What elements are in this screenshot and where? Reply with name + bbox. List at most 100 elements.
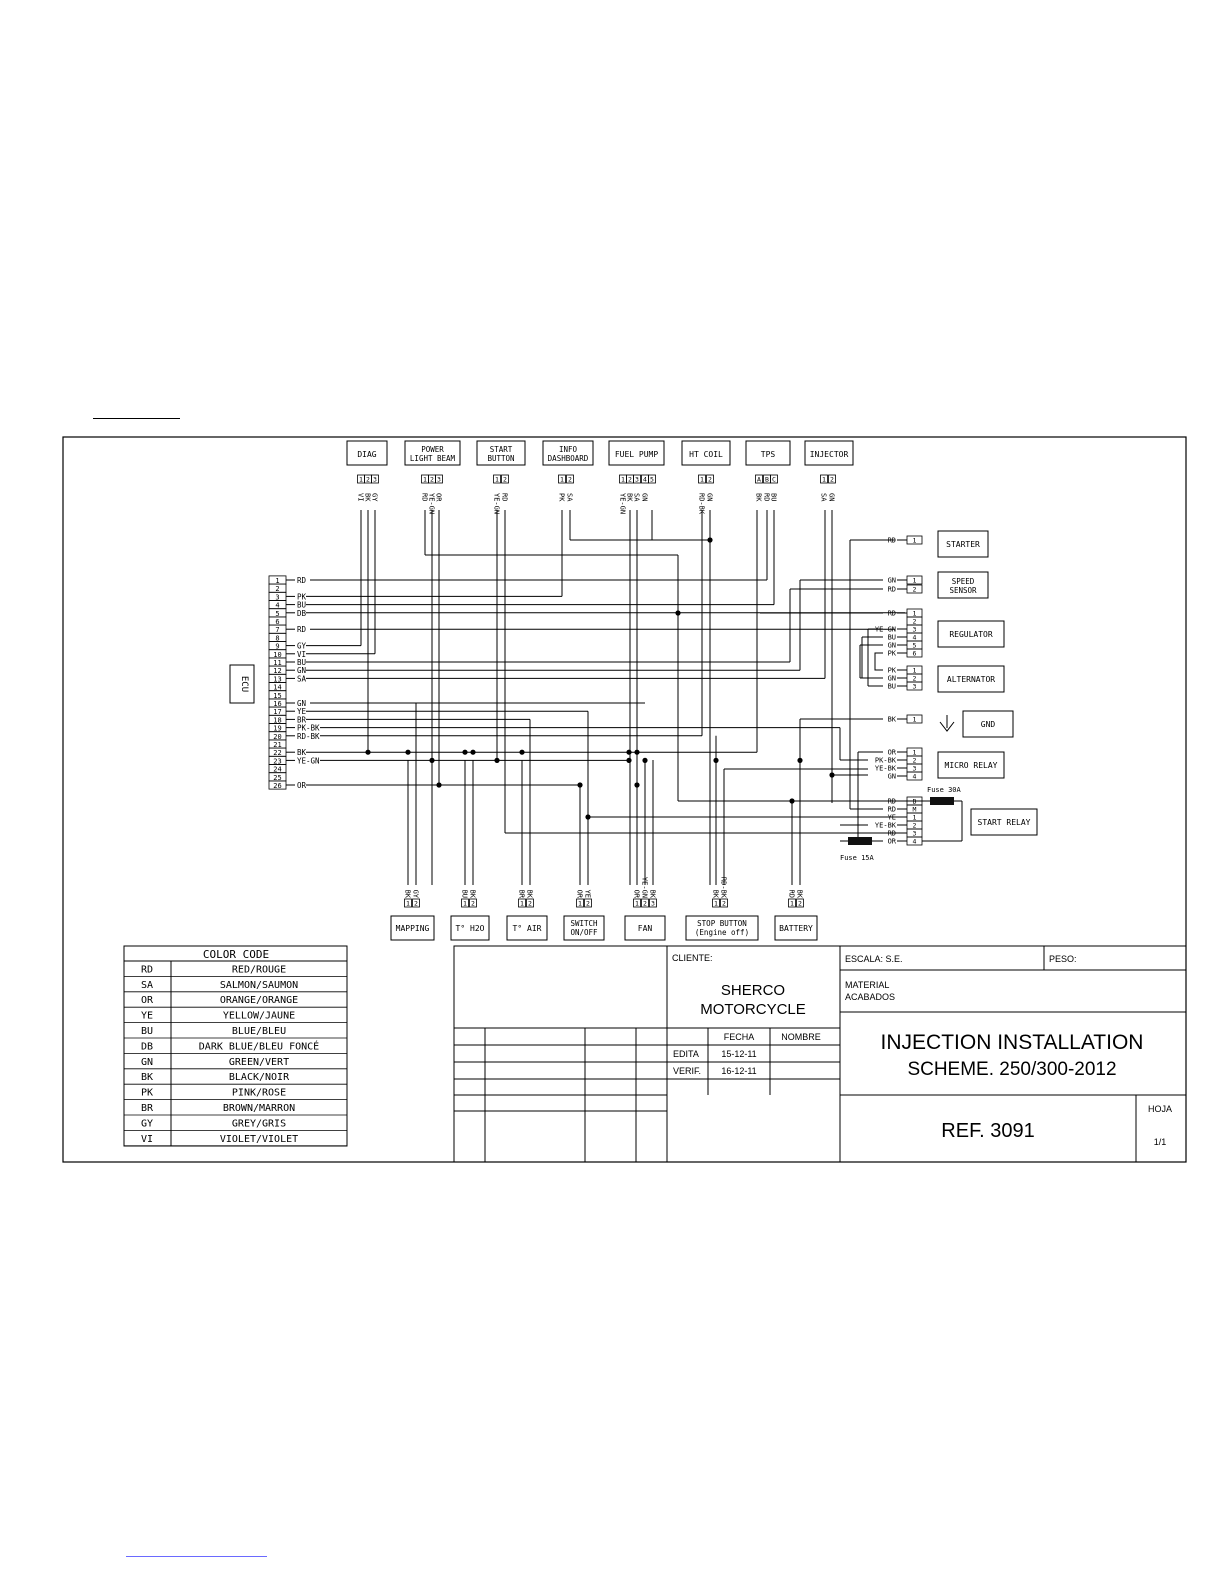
speed-sensor-label: SPEED bbox=[952, 577, 975, 586]
ecu-pin-number: 6 bbox=[275, 618, 279, 626]
stop-button-box bbox=[685, 915, 759, 941]
ht-coil-pin bbox=[698, 474, 706, 484]
color-code-row-name: BLUE/BLEU bbox=[232, 1026, 286, 1037]
t-h2o-pin-number: 2 bbox=[471, 900, 475, 908]
regulator-wire-label: RD bbox=[888, 610, 896, 618]
mapping-pin bbox=[412, 898, 420, 908]
power-light-beam-pin-number: 3 bbox=[437, 476, 441, 484]
regulator-pin-number: 5 bbox=[913, 642, 917, 650]
info-dashboard-pin bbox=[558, 474, 566, 484]
ecu-pin-number: 3 bbox=[275, 593, 279, 601]
t-air-pin bbox=[526, 898, 534, 908]
ecu-pin-number: 26 bbox=[273, 782, 281, 790]
ecu-pin-number: 13 bbox=[273, 675, 281, 683]
battery-pin bbox=[788, 898, 796, 908]
battery-box bbox=[774, 915, 818, 941]
finish-label: ACABADOS bbox=[845, 992, 895, 1002]
tps-pin bbox=[770, 474, 778, 484]
start-button-wire-label: YE-GN bbox=[493, 493, 501, 514]
regulator-pin-number: 3 bbox=[913, 626, 917, 634]
tps-wire-label: BK bbox=[755, 493, 763, 502]
tps-pin-number: B bbox=[765, 476, 769, 484]
ht-coil-pin-number: 2 bbox=[708, 476, 712, 484]
alternator-label: ALTERNATOR bbox=[947, 675, 995, 684]
micro-relay-wire-label: GN bbox=[888, 773, 896, 781]
regulator-pin-number: 2 bbox=[913, 618, 917, 626]
regulator-label: REGULATOR bbox=[949, 630, 993, 639]
color-code-row-code: PK bbox=[141, 1088, 153, 1099]
start-relay-pin-number: 4 bbox=[913, 838, 917, 846]
fuel-pump-box bbox=[608, 440, 665, 466]
alternator-pin-number: 1 bbox=[913, 667, 917, 675]
mapping-pin-number: 1 bbox=[406, 900, 410, 908]
ecu-wire-label: BK bbox=[297, 748, 307, 757]
right-components: STARTER1RDSPEEDSENSOR1GN2RDREGULATOR1RD2… bbox=[875, 530, 1038, 846]
fuel-pump-wire-label: GN bbox=[641, 493, 649, 501]
battery-label: BATTERY bbox=[779, 924, 813, 933]
diag-box bbox=[346, 440, 388, 466]
tps-pin bbox=[755, 474, 763, 484]
ecu-pin-number: 5 bbox=[275, 610, 279, 618]
stop-button-label: STOP BUTTON bbox=[697, 919, 747, 928]
power-light-beam-label: LIGHT BEAM bbox=[410, 454, 456, 463]
color-code-row-code: GY bbox=[141, 1118, 153, 1129]
start-relay-pin-number: 1 bbox=[913, 814, 917, 822]
ecu-pin-number: 22 bbox=[273, 749, 281, 757]
injector-box bbox=[804, 440, 854, 466]
start-relay-wire-label: RD bbox=[888, 798, 896, 806]
fuse-30a-label: Fuse 30A bbox=[927, 786, 962, 794]
ecu-wire-label: PK-BK bbox=[297, 724, 320, 733]
ht-coil-wire-label: GN bbox=[706, 493, 714, 501]
regulator-pin-number: 4 bbox=[913, 634, 917, 642]
ecu-box bbox=[229, 664, 255, 704]
info-dashboard-label: DASHBOARD bbox=[548, 454, 589, 463]
info-dashboard-wire-label: PK bbox=[558, 493, 566, 502]
injector-pin-number: 2 bbox=[830, 476, 834, 484]
t-air-label: T° AIR bbox=[513, 924, 542, 933]
color-code-row-code: BK bbox=[141, 1072, 153, 1083]
alternator-box bbox=[937, 665, 1005, 693]
fuel-pump-label: FUEL PUMP bbox=[615, 450, 659, 459]
info-dashboard-box bbox=[542, 440, 594, 466]
ecu-pin-number: 12 bbox=[273, 667, 281, 675]
color-code-row-code: GN bbox=[141, 1057, 153, 1068]
color-code-row-name: RED/ROUGE bbox=[232, 964, 286, 975]
alternator-wire-label: BU bbox=[888, 683, 896, 691]
ecu-wire-label: BR bbox=[297, 715, 307, 724]
injector-wire-label: GN bbox=[828, 493, 836, 501]
stop-button-pin bbox=[720, 898, 728, 908]
fuel-pump-pin bbox=[633, 474, 641, 484]
fuel-pump-pin-number: 5 bbox=[650, 476, 654, 484]
start-relay-pin-number: 2 bbox=[913, 822, 917, 830]
weight-label: PESO: bbox=[1049, 954, 1077, 964]
alternator-pin bbox=[906, 681, 923, 691]
fan-pin-number: 1 bbox=[635, 900, 639, 908]
start-relay-wire-label: YE-BK bbox=[875, 822, 897, 830]
diag-label: DIAG bbox=[357, 450, 376, 459]
regulator-box bbox=[937, 620, 1005, 648]
stop-button-wire-label: RD-BK bbox=[720, 877, 728, 899]
fan-wire-label: YE-GN bbox=[641, 877, 649, 898]
diag-pin-number: 1 bbox=[359, 476, 363, 484]
power-light-beam-pin-number: 2 bbox=[430, 476, 434, 484]
tps-pin-number: A bbox=[757, 476, 761, 484]
color-code-row-code: RD bbox=[141, 964, 153, 975]
ecu-pin-number: 4 bbox=[275, 602, 279, 610]
start-button-pin-number: 2 bbox=[503, 476, 507, 484]
regulator-wire-label: PK bbox=[888, 650, 897, 658]
ecu-pin-number: 21 bbox=[273, 741, 281, 749]
info-dashboard-pin-number: 2 bbox=[568, 476, 572, 484]
tps-label: TPS bbox=[761, 450, 776, 459]
material-label: MATERIAL bbox=[845, 980, 889, 990]
power-light-beam-label: POWER bbox=[421, 445, 444, 454]
gnd-label: GND bbox=[981, 720, 996, 729]
ecu-pin-number: 17 bbox=[273, 708, 281, 716]
